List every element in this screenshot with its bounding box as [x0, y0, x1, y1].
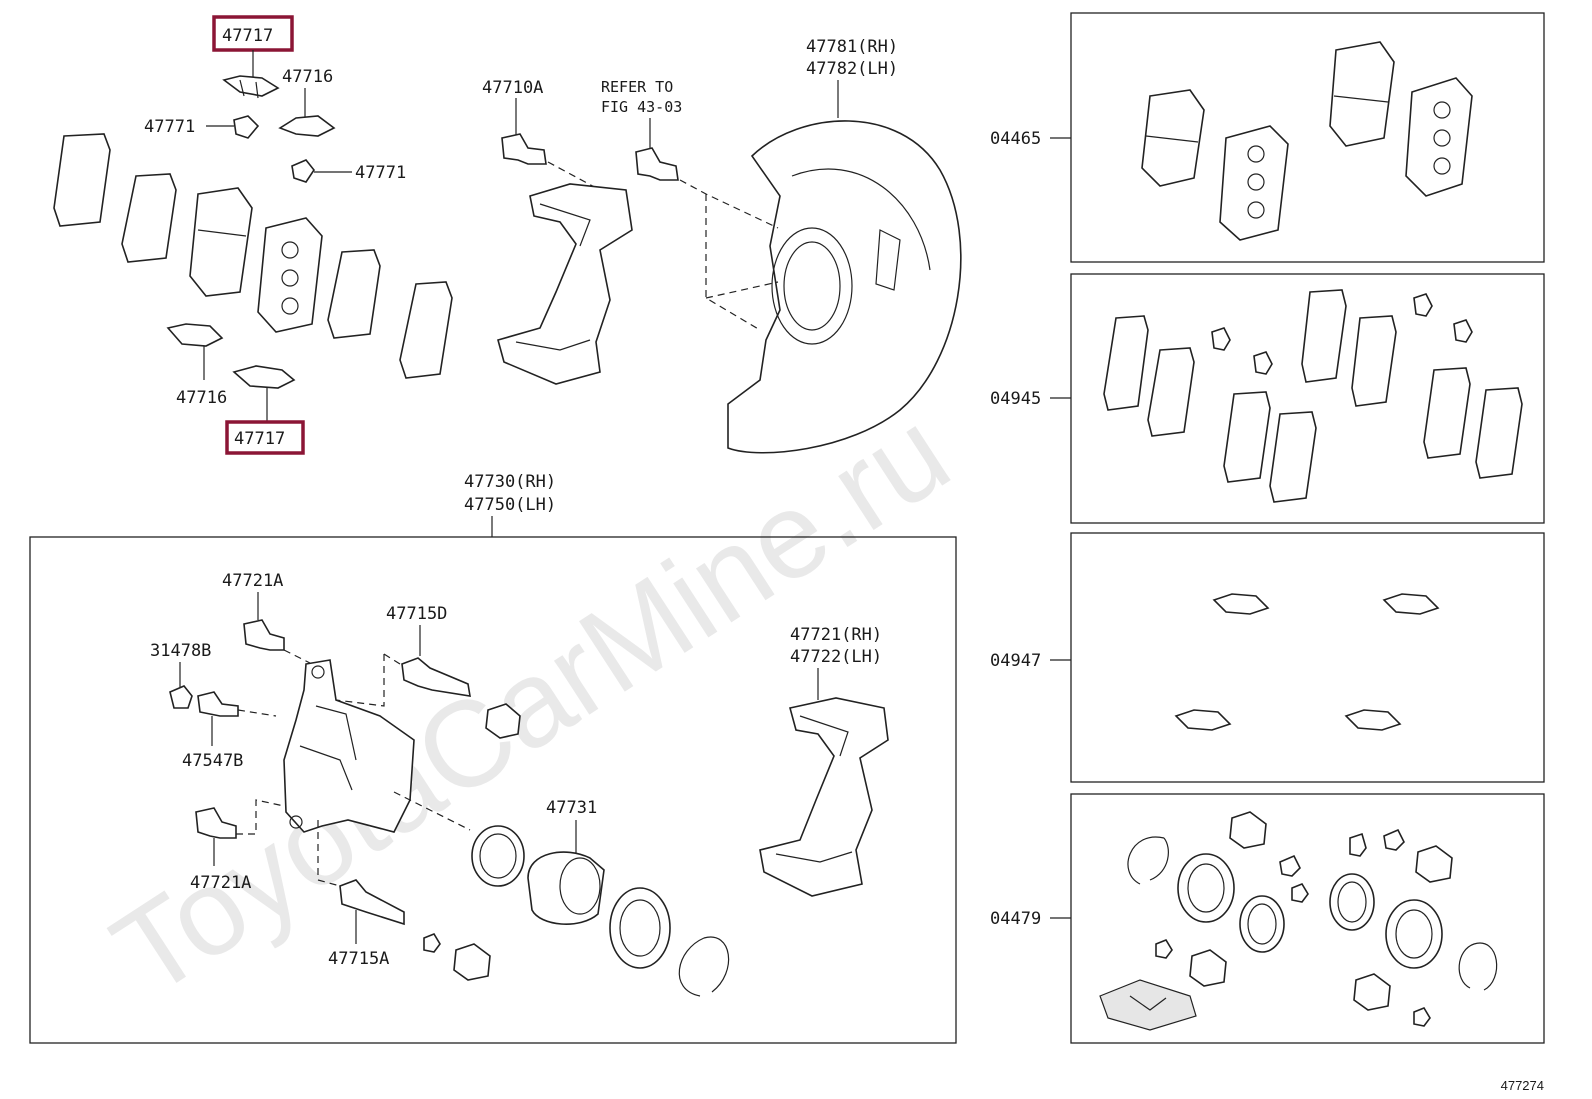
bleeder-plug-cap — [169, 685, 193, 709]
outer-brake-pad — [189, 187, 253, 297]
kit-label-04945[interactable]: 04945 — [990, 389, 1041, 409]
outer-shim-inner — [121, 173, 177, 263]
kit-label-04465[interactable]: 04465 — [990, 129, 1041, 149]
disc-brake-cylinder — [283, 659, 415, 833]
inner-brake-pad — [257, 217, 323, 333]
kit-04465[interactable]: 04465 — [990, 12, 1545, 263]
callout-47547b[interactable]: 47547B — [182, 751, 243, 771]
caliper-mounting-bracket — [497, 183, 633, 385]
callout-47717-top[interactable]: 47717 — [222, 26, 273, 46]
kit-04479[interactable]: 04479 — [990, 793, 1545, 1044]
slide-bush-boot-a — [453, 943, 491, 981]
anti-rattle-spring-left — [233, 115, 260, 139]
refer-text-line2: FIG 43-03 — [601, 98, 682, 116]
bracket-mounting-bolt — [501, 133, 547, 165]
callout-47715a[interactable]: 47715A — [328, 949, 389, 969]
pad-support-clip-bottom — [166, 323, 224, 347]
callout-47717-bottom[interactable]: 47717 — [234, 429, 285, 449]
callout-47716-bottom[interactable]: 47716 — [176, 388, 227, 408]
callout-47716-top[interactable]: 47716 — [282, 67, 333, 87]
refer-text-line1: REFER TO — [601, 78, 673, 96]
anti-rattle-spring-right — [291, 159, 315, 183]
grease-packet — [1099, 979, 1197, 1031]
set-ring — [678, 936, 730, 997]
caliper-assembly-frame — [29, 536, 957, 1044]
bleeder-plug — [197, 691, 239, 717]
figure-number: 477274 — [1501, 1078, 1544, 1093]
caliper-slide-pin-a — [339, 879, 405, 926]
caliper-slide-pin-d — [401, 657, 471, 697]
slide-bush-boot-d — [485, 703, 521, 739]
inner-shim-outer — [399, 281, 453, 379]
cylinder-boot — [609, 887, 671, 969]
callout-31478b[interactable]: 31478B — [150, 641, 211, 661]
callout-47721a-bottom[interactable]: 47721A — [190, 873, 251, 893]
callout-47710a[interactable]: 47710A — [482, 78, 543, 98]
kit-frame-04465 — [1070, 12, 1545, 263]
anti-squeal-shim-top — [222, 75, 280, 97]
anti-squeal-shim-bottom — [232, 365, 296, 389]
cylinder-piston — [527, 851, 605, 925]
callout-47781-rh[interactable]: 47781(RH) — [806, 37, 898, 57]
highlight-box-bottom — [225, 420, 305, 455]
kit-label-04479[interactable]: 04479 — [990, 909, 1041, 929]
kit-frame-04947 — [1070, 532, 1545, 783]
kit-04945[interactable]: 04945 — [990, 273, 1545, 524]
callout-47730-rh[interactable]: 47730(RH) — [464, 472, 556, 492]
kit-label-04947[interactable]: 04947 — [990, 651, 1041, 671]
refer-bolt — [635, 147, 679, 181]
callout-47722-lh[interactable]: 47722(LH) — [790, 647, 882, 667]
kit-04947[interactable]: 04947 — [990, 532, 1545, 783]
inner-shim-plate — [327, 249, 381, 339]
callout-47721-rh[interactable]: 47721(RH) — [790, 625, 882, 645]
callout-47731[interactable]: 47731 — [546, 798, 597, 818]
outer-shim-plate — [53, 133, 111, 227]
callout-47715d[interactable]: 47715D — [386, 604, 447, 624]
callout-47771-left[interactable]: 47771 — [144, 117, 195, 137]
callout-47771-right[interactable]: 47771 — [355, 163, 406, 183]
cylinder-bolt-top — [243, 619, 285, 651]
callout-47782-lh[interactable]: 47782(LH) — [806, 59, 898, 79]
disc-brake-dust-cover — [727, 120, 962, 454]
caliper-mounting-rh-lh — [759, 697, 889, 897]
bracket-group: 47710A REFER TO FIG 43-03 — [482, 78, 682, 385]
pad-support-clip-top — [278, 115, 336, 137]
caliper-assembly-group: 47730(RH) 47750(LH) 47721A 31478B 47547B… — [29, 472, 957, 1044]
pad-assembly-group: 47717 47716 47771 47771 47716 47717 — [53, 15, 453, 455]
slide-bush-small — [423, 933, 441, 953]
callout-47721a-top[interactable]: 47721A — [222, 571, 283, 591]
callout-47750-lh[interactable]: 47750(LH) — [464, 495, 556, 515]
cylinder-bolt-bottom — [195, 807, 237, 839]
dust-cover-group: 47781(RH) 47782(LH) — [679, 37, 962, 454]
